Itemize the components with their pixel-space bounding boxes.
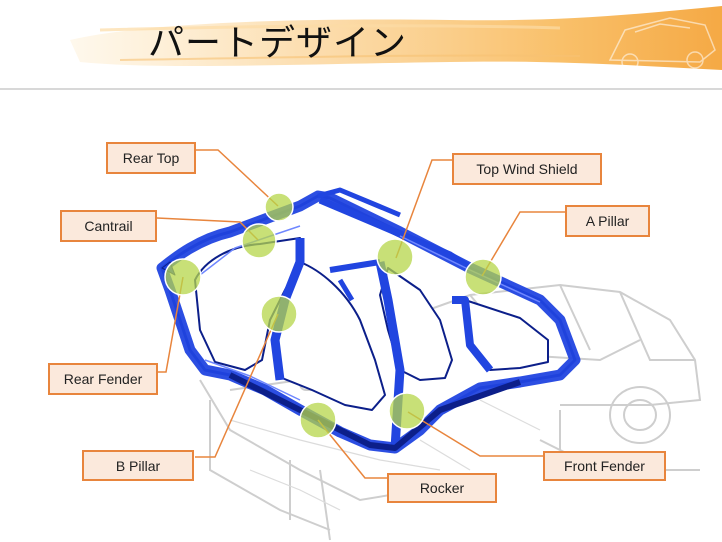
header-divider	[0, 88, 722, 90]
label-top-wind-shield-text: Top Wind Shield	[476, 161, 578, 177]
leader-lines	[156, 149, 565, 479]
marker-rear-fender	[164, 258, 202, 296]
leader-rocker	[317, 419, 387, 479]
leader-rear-top	[196, 149, 279, 207]
label-cantrail: Cantrail	[60, 210, 157, 242]
label-rocker-text: Rocker	[419, 480, 465, 496]
header-car-sketch	[608, 17, 716, 71]
label-b-pillar: B Pillar	[82, 450, 194, 481]
leader-rear-fender	[158, 276, 184, 373]
marker-a-pillar	[464, 258, 502, 296]
marker-b-pillar	[260, 295, 298, 333]
marker-cantrail	[241, 223, 277, 259]
label-rear-top: Rear Top	[106, 142, 196, 174]
label-a-pillar: A Pillar	[565, 205, 650, 237]
marker-rear-top	[264, 192, 294, 222]
car-body-diagram	[156, 149, 702, 541]
leader-front-fender	[407, 411, 543, 457]
leader-a-pillar	[481, 211, 565, 277]
marker-rocker	[299, 401, 337, 439]
label-rear-fender: Rear Fender	[48, 363, 158, 395]
marker-top-wind-shield	[376, 238, 414, 276]
slide-title: パートデザイン	[148, 23, 408, 64]
label-a-pillar-text: A Pillar	[585, 213, 630, 229]
label-rear-fender-text: Rear Fender	[63, 371, 143, 387]
label-front-fender-text: Front Fender	[564, 458, 645, 474]
label-cantrail-text: Cantrail	[84, 218, 133, 234]
label-b-pillar-text: B Pillar	[115, 457, 161, 474]
label-rear-top-text: Rear Top	[122, 150, 180, 166]
marker-front-fender	[388, 392, 426, 430]
label-front-fender: Front Fender	[543, 451, 666, 481]
label-top-wind-shield: Top Wind Shield	[452, 153, 602, 185]
leader-top-wind-shield	[395, 159, 452, 259]
label-rocker: Rocker	[387, 473, 497, 503]
blue-side-frame	[156, 187, 581, 454]
title-brush-decoration	[70, 6, 722, 71]
leader-b-pillar	[195, 313, 279, 458]
part-markers	[164, 192, 502, 439]
